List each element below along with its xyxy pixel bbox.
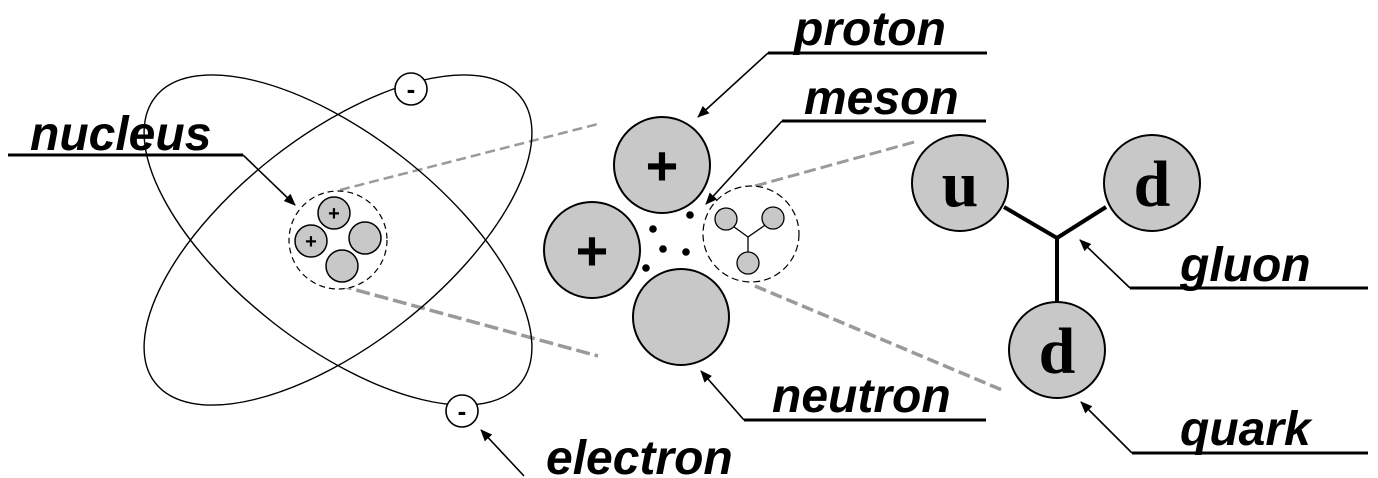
down-quark-letter: d bbox=[1039, 315, 1076, 388]
neutron-small bbox=[325, 249, 359, 283]
proton-small bbox=[294, 224, 328, 258]
proton-large-sign: + bbox=[576, 219, 609, 282]
label-nucleus: nucleus bbox=[8, 108, 296, 206]
quark-small bbox=[736, 251, 760, 275]
label-electron-text: electron bbox=[546, 432, 733, 478]
label-meson: meson bbox=[705, 72, 986, 205]
nucleus-small: + + bbox=[288, 190, 388, 290]
quark-small bbox=[714, 207, 738, 231]
label-electron: electron bbox=[480, 429, 733, 478]
proton-small bbox=[317, 196, 351, 230]
atom: + + - - bbox=[143, 72, 533, 428]
up-quark-letter: u bbox=[942, 148, 979, 221]
gluon-line bbox=[1055, 205, 1108, 240]
quark-structure: u d d bbox=[911, 134, 1201, 399]
label-quark-text: quark bbox=[1180, 403, 1313, 456]
down-quark bbox=[1008, 301, 1106, 399]
zoom-lines-nucleus-to-quarks bbox=[754, 139, 1003, 392]
label-proton-text: proton bbox=[792, 3, 946, 56]
electron-bottom-sign: - bbox=[458, 396, 467, 426]
neutron-small bbox=[348, 221, 382, 255]
electron-bottom: - bbox=[445, 394, 479, 428]
down-quark-letter: d bbox=[1134, 148, 1171, 221]
electron-orbit-2 bbox=[143, 74, 533, 406]
quark-structure-small bbox=[702, 185, 800, 283]
label-gluon: gluon bbox=[1079, 239, 1368, 292]
electron-orbit-1 bbox=[143, 74, 533, 406]
neutron-large bbox=[632, 268, 730, 366]
zoom-lines-atom-to-nucleus bbox=[337, 122, 599, 358]
label-neutron: neutron bbox=[700, 370, 986, 423]
proton-small-sign: + bbox=[305, 231, 317, 253]
label-neutron-text: neutron bbox=[772, 370, 951, 423]
proton-large-sign: + bbox=[646, 134, 679, 197]
nucleus-magnified: + + bbox=[543, 116, 800, 366]
up-quark bbox=[911, 134, 1009, 232]
proton-small-sign: + bbox=[328, 203, 340, 225]
quark-small bbox=[761, 206, 785, 230]
label-proton: proton bbox=[697, 3, 987, 118]
electron-top: - bbox=[394, 72, 428, 106]
electron-top-sign: - bbox=[407, 74, 416, 104]
nucleus-boundary bbox=[288, 190, 388, 290]
meson-dots bbox=[642, 211, 694, 272]
label-quark: quark bbox=[1080, 401, 1368, 456]
proton-large bbox=[613, 116, 711, 214]
label-meson-text: meson bbox=[804, 72, 959, 125]
label-gluon-text: gluon bbox=[1179, 239, 1311, 292]
down-quark bbox=[1103, 134, 1201, 232]
proton-large bbox=[543, 201, 641, 299]
label-nucleus-text: nucleus bbox=[30, 108, 211, 161]
gluon-line bbox=[1002, 205, 1059, 240]
